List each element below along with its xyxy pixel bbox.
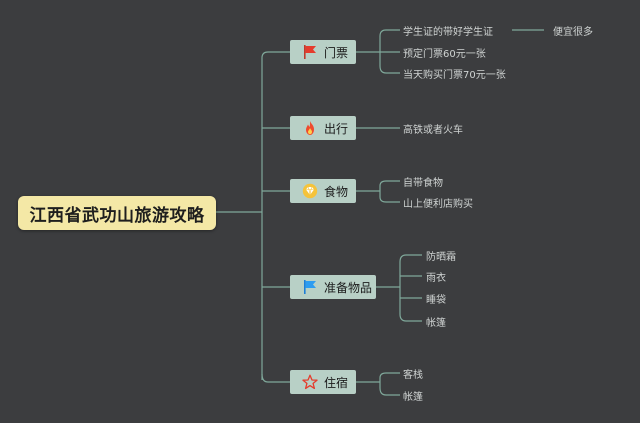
leaf-highspeed-train[interactable]: 高铁或者火车 — [403, 125, 463, 136]
leaf-raincoat[interactable]: 雨衣 — [426, 273, 446, 284]
branch-label: 出行 — [324, 121, 349, 136]
leaf-preorder-ticket[interactable]: 预定门票60元一张 — [403, 49, 486, 60]
branch-tickets[interactable]: 门票 — [290, 40, 356, 64]
branch-label: 住宿 — [324, 375, 349, 390]
root-topic[interactable]: 江西省武功山旅游攻略 — [18, 196, 216, 230]
leaf-tent[interactable]: 帐篷 — [426, 318, 446, 329]
flame-icon — [306, 121, 314, 135]
star-outline-icon — [302, 374, 318, 390]
leaf-sleeping-bag[interactable]: 睡袋 — [426, 295, 446, 306]
leaf-sunscreen[interactable]: 防晒霜 — [426, 252, 456, 263]
branch-food[interactable]: 食物 — [290, 179, 356, 203]
branch-travel[interactable]: 出行 — [290, 116, 356, 140]
blue-flag-icon — [304, 280, 316, 294]
leaf-inn[interactable]: 客栈 — [403, 370, 423, 381]
leaf-buy-store[interactable]: 山上便利店购买 — [403, 199, 473, 210]
leaf-student-id[interactable]: 学生证的带好学生证 — [403, 27, 493, 38]
leaf-tent-lodging[interactable]: 帐篷 — [403, 392, 423, 403]
branch-supplies[interactable]: 准备物品 — [290, 275, 376, 299]
branch-label: 准备物品 — [324, 280, 373, 295]
leaf-bring-food[interactable]: 自带食物 — [403, 178, 443, 189]
leaf-sameday-ticket[interactable]: 当天购买门票70元一张 — [403, 70, 506, 81]
red-flag-icon — [304, 45, 316, 59]
branch-label: 门票 — [324, 45, 349, 60]
leaf-much-cheaper[interactable]: 便宜很多 — [553, 27, 593, 38]
branch-label: 食物 — [324, 184, 349, 199]
branch-lodging[interactable]: 住宿 — [290, 370, 356, 394]
diamond-badge-icon — [302, 183, 318, 199]
